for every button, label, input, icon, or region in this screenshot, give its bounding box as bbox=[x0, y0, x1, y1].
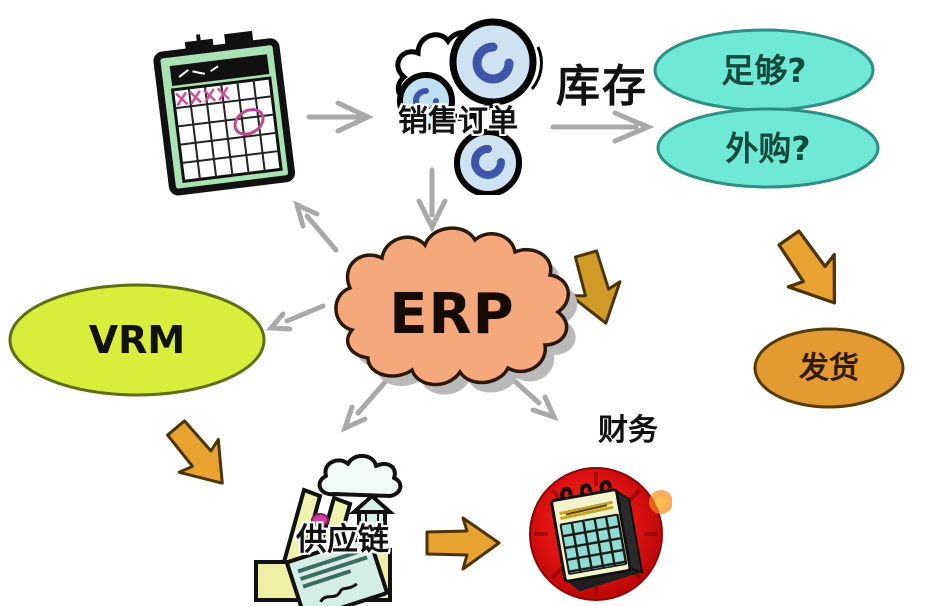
erp-label: ERP bbox=[389, 282, 515, 347]
sales-order-label: 销售订单 bbox=[398, 104, 518, 139]
outsource-ellipse bbox=[656, 107, 880, 189]
badge-calendar bbox=[550, 480, 644, 592]
pink-blob bbox=[311, 513, 329, 527]
magnifier-cluster-icon bbox=[395, 18, 543, 195]
arrow-inventory-to-options bbox=[550, 110, 655, 144]
factory-icon bbox=[254, 454, 403, 606]
outsource-label: 外购? bbox=[725, 128, 811, 168]
orange-arrow-vrm-to-supply-chain bbox=[166, 419, 224, 485]
orange-arrows bbox=[166, 229, 837, 571]
smoke-cloud bbox=[317, 454, 403, 498]
calendar-icon bbox=[153, 30, 296, 196]
document bbox=[285, 534, 389, 606]
ship-label: 发货 bbox=[799, 350, 859, 386]
water-tower-roof bbox=[348, 493, 396, 514]
erp-cloud-body bbox=[334, 226, 570, 387]
stock-enough-label: 足够? bbox=[721, 50, 807, 90]
finance-label: 财务 bbox=[598, 413, 658, 448]
orange-arrow-supply-chain-to-finance bbox=[425, 516, 501, 571]
gold-arrow-right-of-erp bbox=[569, 249, 622, 325]
supply-chain-label: 供应链 bbox=[296, 521, 389, 558]
arrow-sales-order-to-erp bbox=[416, 167, 448, 233]
finance-calendar-icon bbox=[529, 467, 672, 601]
ship-ellipse bbox=[753, 327, 905, 409]
water-tower bbox=[357, 510, 387, 538]
arrow-calendar-to-sales-order bbox=[306, 100, 374, 134]
vrm-ellipse bbox=[8, 283, 266, 397]
inventory-label: 库存 bbox=[556, 61, 648, 112]
arrow-erp-to-vrm bbox=[265, 303, 326, 332]
arrow-erp-to-calendar bbox=[293, 200, 339, 253]
vrm-label: VRM bbox=[88, 318, 186, 362]
orange-arrow-outsource-to-ship bbox=[777, 229, 837, 305]
erp-cloud bbox=[334, 226, 578, 395]
